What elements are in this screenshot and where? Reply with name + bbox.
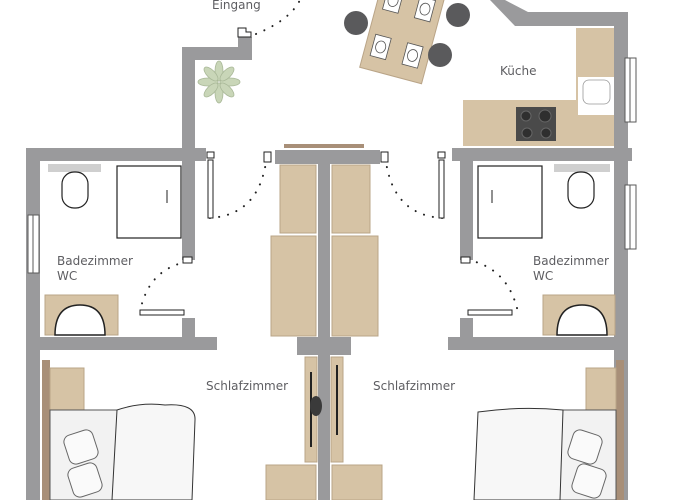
plant-icon (197, 60, 241, 104)
label-bedroom-left: Schlafzimmer (206, 379, 289, 393)
label-bath-left-line1: Badezimmer (57, 254, 133, 268)
chair-icon (344, 11, 368, 35)
bed-right (473, 360, 624, 500)
washbasin-icon (54, 304, 106, 336)
label-bedroom-right: Schlafzimmer (373, 379, 456, 393)
wardrobes (265, 164, 383, 500)
chair-icon (428, 43, 452, 67)
label-bath-right-line2: WC (533, 269, 554, 283)
blanket (111, 403, 196, 500)
shower-icon (116, 165, 182, 239)
label-kitchen: Küche (500, 64, 537, 78)
toilet-icon (567, 171, 595, 209)
bath-right-door-arc (385, 161, 443, 219)
chairs (344, 3, 470, 67)
label-bath-right-line1: Badezimmer (533, 254, 609, 268)
bath-left-door-arc (209, 161, 267, 219)
dining-table (359, 0, 446, 85)
toilet-icon (61, 171, 89, 209)
windows (27, 57, 637, 274)
label-bath-left-line2: WC (57, 269, 78, 283)
blanket (473, 407, 564, 500)
bath-right-fixtures (477, 164, 616, 336)
bath-left-fixtures (44, 164, 182, 336)
bath-left-inner-door-arc (139, 261, 187, 313)
door-leaves (139, 27, 513, 316)
washbasin-icon (556, 304, 608, 336)
bed-left (42, 360, 196, 500)
shower-icon (477, 165, 543, 239)
doors (139, 0, 519, 313)
shelf-hooks (284, 144, 364, 447)
label-entrance: Eingang (212, 0, 261, 12)
pillow (571, 463, 607, 499)
label-bath-right: Badezimmer WC (533, 254, 609, 284)
chair-icon (446, 3, 470, 27)
entrance-door-arc (255, 0, 301, 35)
pillow (67, 462, 103, 498)
pillow (567, 429, 603, 465)
label-bath-left: Badezimmer WC (57, 254, 133, 284)
bath-right-inner-door-arc (467, 259, 519, 313)
kitchen-counter (463, 28, 614, 146)
pillow (63, 429, 99, 465)
